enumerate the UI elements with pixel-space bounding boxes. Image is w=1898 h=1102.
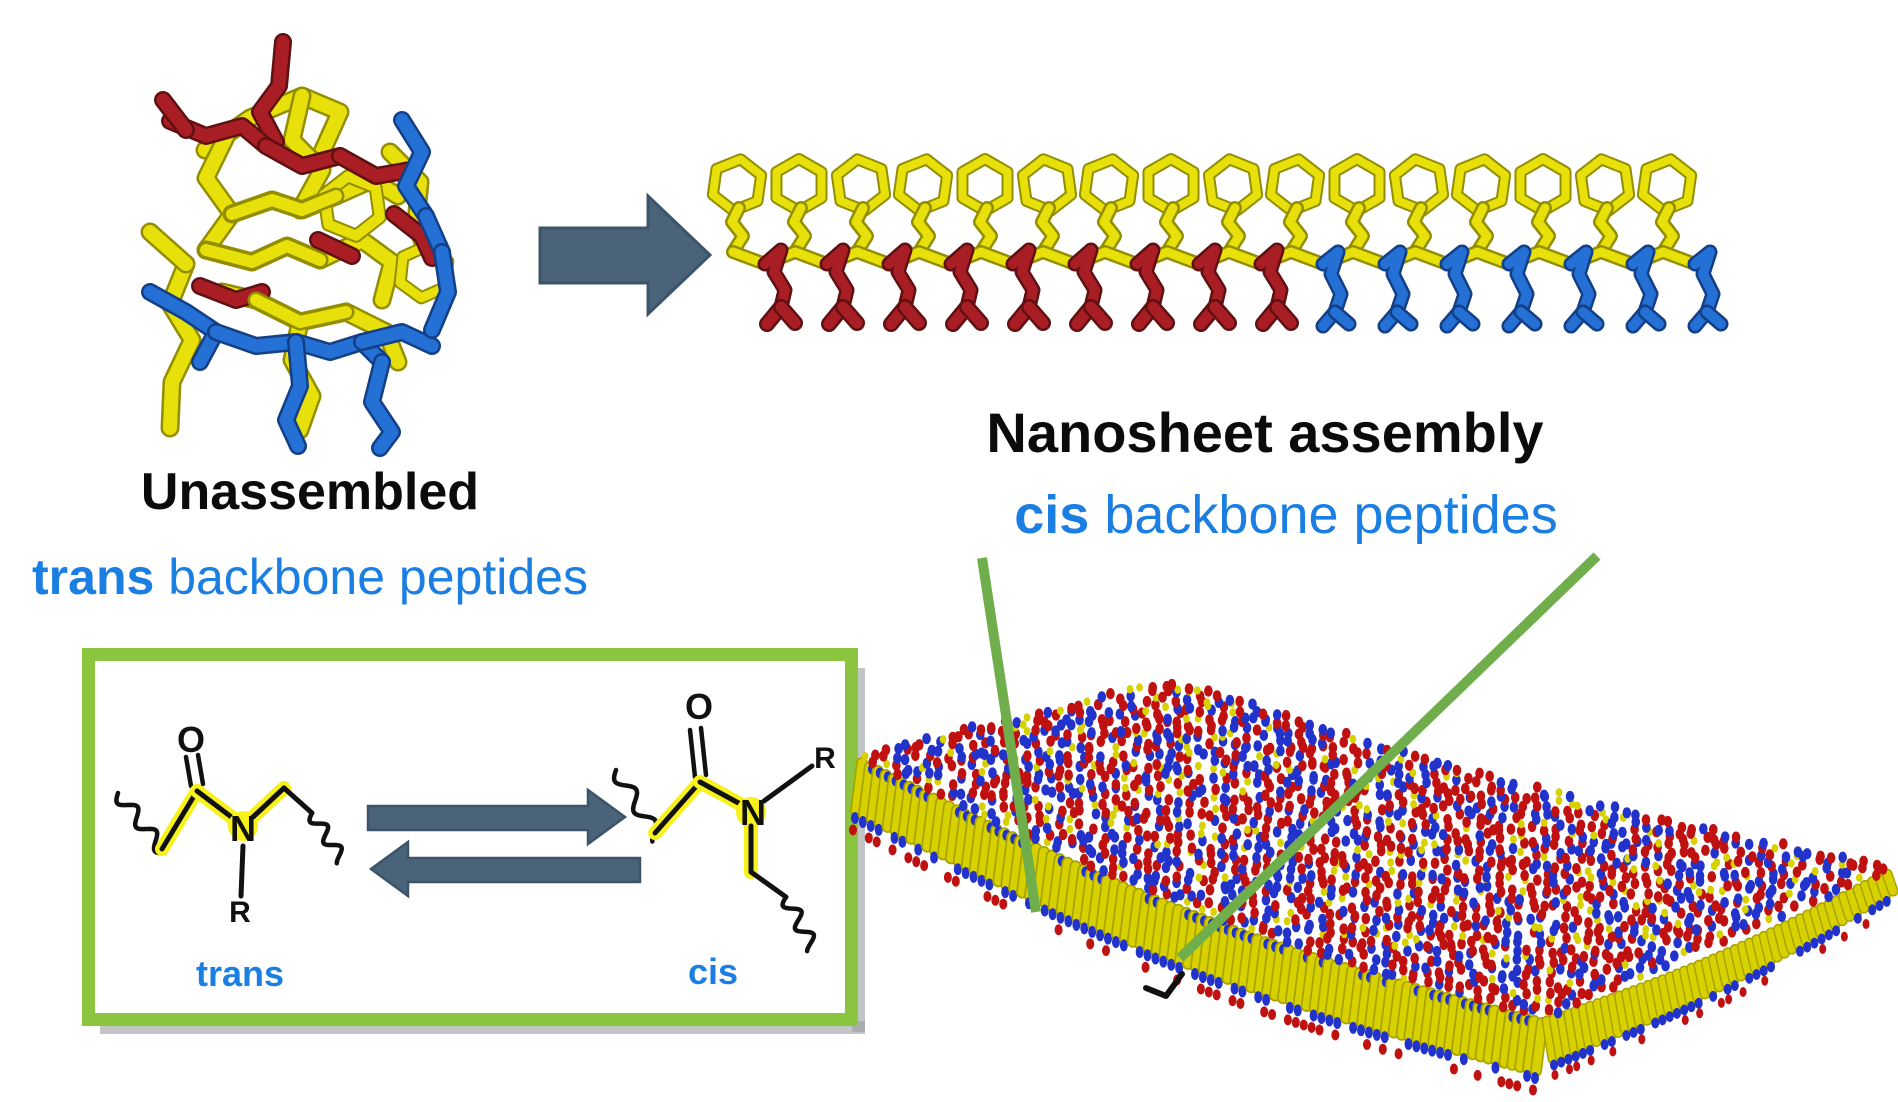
oxygen-label-trans: O bbox=[177, 719, 205, 760]
trans-structure bbox=[114, 752, 345, 899]
trans-label: trans bbox=[196, 953, 284, 994]
equilibrium-arrows-icon bbox=[366, 787, 642, 899]
trans-word: trans bbox=[32, 549, 155, 605]
cis-subtitle-rest: backbone peptides bbox=[1089, 485, 1558, 545]
nanosheet-assembly-title: Nanosheet assembly bbox=[986, 401, 1544, 464]
oxygen-label-cis: O bbox=[685, 686, 713, 727]
unassembled-molecule-illustration bbox=[140, 33, 457, 457]
trans-subtitle-rest: backbone peptides bbox=[154, 549, 588, 605]
isomerization-box bbox=[82, 648, 865, 1034]
unassembled-title: Unassembled bbox=[140, 463, 480, 521]
cis-structure bbox=[611, 725, 817, 954]
substituent-label-cis: R bbox=[814, 742, 836, 775]
extended-peptide-chain-illustration bbox=[706, 153, 1729, 334]
cis-label: cis bbox=[688, 951, 738, 992]
cis-word: cis bbox=[1014, 485, 1090, 545]
annotation-lines bbox=[977, 552, 1601, 999]
nitrogen-label-trans: N bbox=[230, 808, 256, 849]
trans-peptides-subtitle: trans backbone peptides bbox=[0, 548, 620, 606]
nanosheet-illustration bbox=[849, 678, 1898, 1096]
cis-peptides-subtitle: cis backbone peptides bbox=[956, 484, 1616, 546]
substituent-label-trans: R bbox=[229, 896, 251, 929]
nitrogen-label-cis: N bbox=[740, 792, 766, 833]
transform-arrow-icon bbox=[538, 192, 713, 318]
